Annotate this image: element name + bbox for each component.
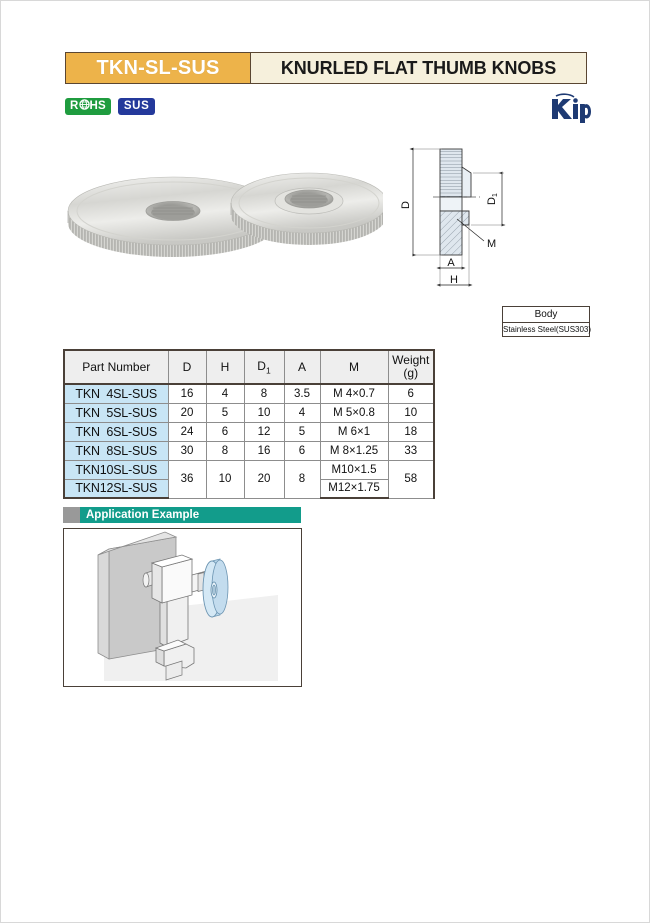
cell-d: 16 bbox=[167, 383, 207, 404]
dimension-label-H: H bbox=[450, 274, 458, 286]
dimension-label-D1: D1 bbox=[486, 193, 499, 205]
table-row: TKN 6SL-SUS 24 6 12 5 M 6×1 18 bbox=[63, 421, 435, 442]
cell-h: 6 bbox=[205, 421, 245, 442]
cell-part-number: TKN10SL-SUS bbox=[63, 459, 169, 480]
globe-icon bbox=[78, 99, 90, 114]
cell-h: 8 bbox=[205, 440, 245, 461]
column-header-d: D bbox=[167, 349, 207, 385]
column-header-part-number: Part Number bbox=[63, 349, 169, 385]
cell-part-number: TKN 5SL-SUS bbox=[63, 402, 169, 423]
product-photo-2 bbox=[230, 172, 388, 245]
cell-weight: 33 bbox=[387, 440, 435, 461]
application-example-title: Application Example bbox=[80, 507, 301, 523]
column-header-d1: D1 bbox=[243, 349, 285, 385]
cell-part-number: TKN 6SL-SUS bbox=[63, 421, 169, 442]
cell-a: 3.5 bbox=[283, 383, 321, 404]
product-code: TKN-SL-SUS bbox=[66, 53, 251, 83]
specification-table: Part Number D H D1 A M Weight(g) TKN 4SL… bbox=[63, 349, 435, 499]
cell-d1: 12 bbox=[243, 421, 285, 442]
cell-h: 5 bbox=[205, 402, 245, 423]
column-header-a: A bbox=[283, 349, 321, 385]
cell-h: 10 bbox=[205, 459, 245, 499]
cell-d1: 16 bbox=[243, 440, 285, 461]
dimension-label-M: M bbox=[487, 238, 496, 250]
cell-weight: 18 bbox=[387, 421, 435, 442]
table-row: TKN12SL-SUS M12×1.75 bbox=[63, 478, 434, 499]
cell-m: M 8×1.25 bbox=[319, 440, 389, 461]
application-example-illustration bbox=[97, 531, 278, 681]
material-value: Stainless Steel(SUS303) bbox=[503, 325, 592, 334]
rohs-badge: R HS bbox=[65, 98, 111, 115]
cell-part-number: TKN 8SL-SUS bbox=[63, 440, 169, 461]
technical-drawing: D D1 M A H bbox=[385, 137, 537, 297]
cell-weight: 10 bbox=[387, 402, 435, 423]
material-box: Body Stainless Steel(SUS303) bbox=[502, 306, 592, 337]
table-header-row: Part Number D H D1 A M Weight(g) bbox=[63, 349, 435, 385]
cell-part-number: TKN12SL-SUS bbox=[63, 478, 169, 499]
dimension-label-A: A bbox=[447, 257, 455, 269]
table-row: TKN 8SL-SUS 30 8 16 6 M 8×1.25 33 bbox=[63, 440, 435, 461]
column-header-h: H bbox=[205, 349, 245, 385]
product-name: KNURLED FLAT THUMB KNOBS bbox=[251, 53, 586, 83]
application-example-header: Application Example bbox=[63, 507, 301, 523]
cell-d: 20 bbox=[167, 402, 207, 423]
table-row: TKN 4SL-SUS 16 4 8 3.5 M 4×0.7 6 bbox=[63, 383, 435, 404]
cell-m: M 5×0.8 bbox=[319, 402, 389, 423]
dimension-label-D: D bbox=[400, 201, 412, 209]
cell-a: 8 bbox=[283, 459, 321, 499]
application-example-box bbox=[63, 528, 302, 687]
cell-a: 6 bbox=[283, 440, 321, 461]
product-title-bar: TKN-SL-SUS KNURLED FLAT THUMB KNOBS bbox=[65, 52, 587, 84]
cell-d: 36 bbox=[167, 459, 207, 499]
cell-m: M 4×0.7 bbox=[319, 383, 389, 404]
cell-a: 4 bbox=[283, 402, 321, 423]
certification-badges: R HS SUS bbox=[65, 98, 156, 115]
cell-part-number: TKN 4SL-SUS bbox=[63, 383, 169, 404]
sus-badge: SUS bbox=[117, 98, 156, 115]
column-header-weight: Weight(g) bbox=[387, 349, 435, 385]
table-row: TKN10SL-SUS 36 10 20 8 M10×1.5 58 bbox=[63, 459, 435, 499]
cell-d1: 8 bbox=[243, 383, 285, 404]
cell-d: 30 bbox=[167, 440, 207, 461]
cell-weight: 58 bbox=[387, 459, 435, 499]
rohs-label-after: HS bbox=[89, 99, 106, 112]
cell-a: 5 bbox=[283, 421, 321, 442]
cell-m: M12×1.75 bbox=[319, 478, 389, 499]
column-header-m: M bbox=[319, 349, 389, 385]
header-marker-square bbox=[63, 507, 80, 523]
cell-d1: 20 bbox=[243, 459, 285, 499]
cell-weight: 6 bbox=[387, 383, 435, 404]
cell-d: 24 bbox=[167, 421, 207, 442]
cell-d1: 10 bbox=[243, 402, 285, 423]
table-row: TKN 5SL-SUS 20 5 10 4 M 5×0.8 10 bbox=[63, 402, 435, 423]
product-photo-1 bbox=[67, 176, 279, 257]
cell-m: M 6×1 bbox=[319, 421, 389, 442]
product-photos bbox=[63, 153, 388, 279]
kipp-logo bbox=[548, 93, 592, 123]
material-header: Body bbox=[503, 307, 589, 323]
cell-h: 4 bbox=[205, 383, 245, 404]
cell-m: M10×1.5 bbox=[319, 459, 389, 480]
rohs-label-before: R bbox=[70, 99, 79, 112]
